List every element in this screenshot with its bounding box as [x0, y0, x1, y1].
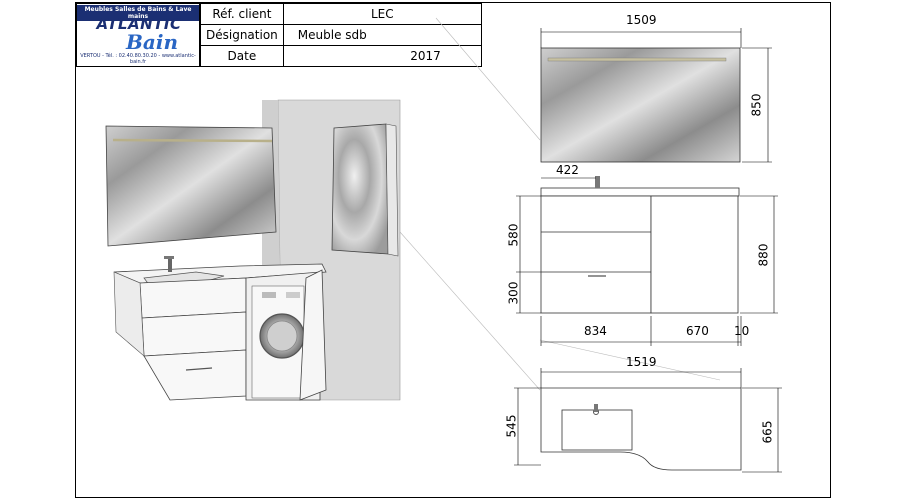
- value-designation: Meuble sdb: [282, 24, 482, 46]
- basin-plan: [561, 409, 633, 451]
- value-date: 2017: [282, 45, 482, 67]
- vanity-3d: [113, 271, 247, 401]
- drawing-frame: [75, 2, 831, 498]
- mirror-elevation: [540, 28, 772, 163]
- title-block-table: Réf. client LEC Désignation Meuble sdb D…: [200, 3, 482, 67]
- tap-plan-icon: [594, 404, 598, 412]
- tap-elevation-icon: [595, 176, 600, 188]
- perspective-view: [105, 99, 401, 401]
- front-elevation: [516, 176, 778, 346]
- logo-brand-line2: Bain: [125, 30, 178, 54]
- title-row-date: Date 2017: [200, 45, 482, 67]
- dim-top-width: 1519: [626, 355, 657, 369]
- title-row-designation: Désignation Meuble sdb: [200, 24, 482, 46]
- dim-cabinet-height: 880: [756, 243, 771, 267]
- side-cabinet-3d: [331, 123, 399, 257]
- washer-column-3d: [245, 269, 327, 401]
- dim-depth-right: 665: [760, 420, 775, 444]
- tap-3d-icon: [168, 256, 172, 272]
- dim-gap: 10: [734, 324, 750, 338]
- mirror-3d: [105, 125, 277, 247]
- label-designation: Désignation: [200, 24, 284, 46]
- company-logo: Meubles Salles de Bains & Lave mains ATL…: [76, 3, 200, 67]
- title-row-ref: Réf. client LEC: [200, 3, 482, 25]
- dim-drawer-top: 580: [506, 223, 521, 247]
- construction-lines: [399, 17, 721, 391]
- logo-contact: VERTOU - Tél. : 02.40.80.30.20 - www.atl…: [80, 53, 196, 65]
- dim-tap-offset: 422: [556, 163, 579, 177]
- dim-vanity-width: 834: [584, 324, 607, 338]
- plan-view: [514, 368, 782, 473]
- dim-drawer-bottom: 300: [506, 281, 521, 305]
- logo-tagline: Meubles Salles de Bains & Lave mains: [77, 5, 199, 21]
- dim-mirror-height: 850: [749, 93, 764, 117]
- dim-column-width: 670: [686, 324, 709, 338]
- column-door-3d: [299, 269, 327, 401]
- dim-mirror-width: 1509: [626, 13, 657, 27]
- dim-depth-left: 545: [504, 414, 519, 438]
- logo-brand-line1: ATLANTIC: [96, 15, 182, 33]
